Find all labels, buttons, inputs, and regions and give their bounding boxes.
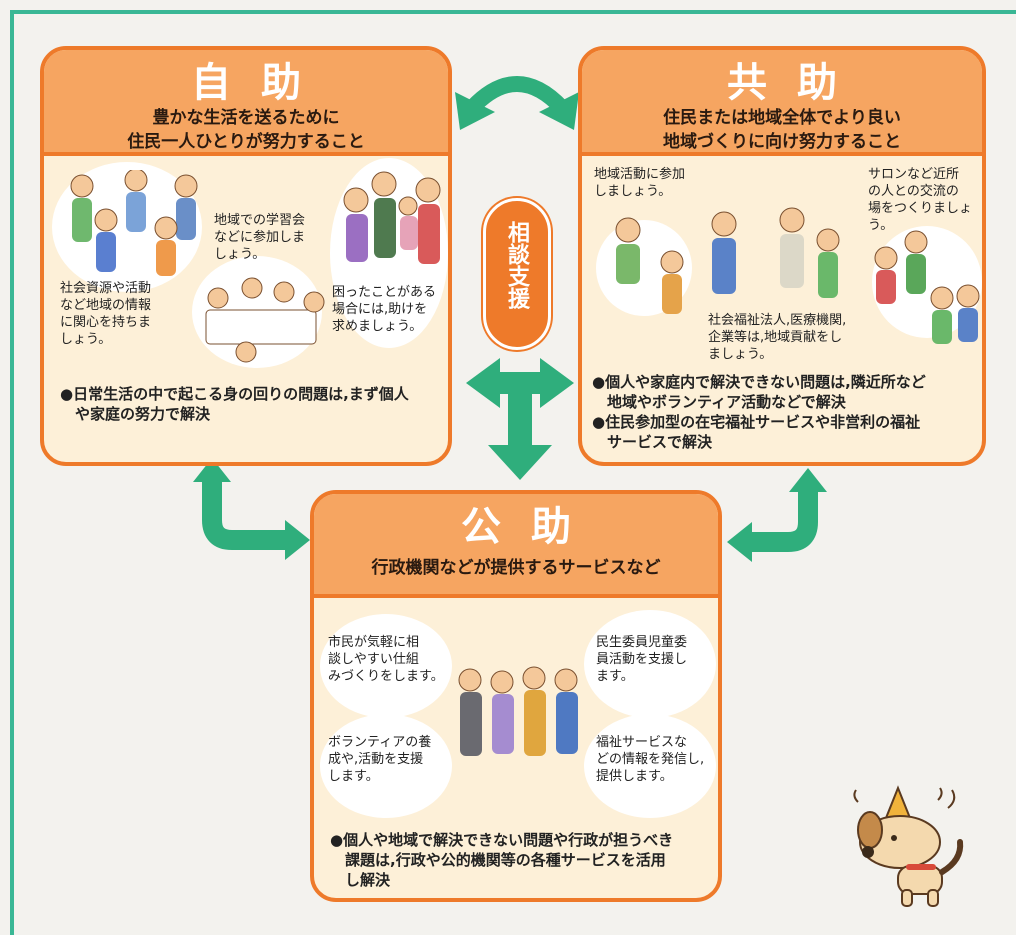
people-illustration	[458, 666, 578, 756]
public-help-bubble-br	[584, 714, 716, 818]
self-help-panel: 自助 豊かな生活を送るために 住民一人ひとりが努力すること 地域での学習会	[40, 46, 452, 466]
consultation-support-badge: 相談支援	[483, 198, 551, 350]
right-bent-arrow-icon	[727, 468, 827, 562]
self-help-note-info: 社会資源や活動 など地域の情報 に関心を持ちま しょう。	[60, 281, 152, 347]
mutual-help-bullet-1: ●個人や家庭内で解決できない問題は,隣近所など 地域やボランティア活動などで解決	[592, 373, 926, 411]
dog-mascot-icon	[853, 785, 964, 907]
staff-people-icon	[458, 666, 578, 756]
public-help-note-volunteer: ボランティアの養 成や,活動を支援 します。	[328, 735, 432, 784]
self-help-subtitle-1: 豊かな生活を送るために	[152, 108, 340, 128]
self-help-note-study: 地域での学習会 などに参加しま しょう。	[214, 213, 306, 262]
meeting-table-icon	[205, 277, 325, 363]
self-help-title: 自助	[191, 60, 331, 106]
self-help-subtitle-2: 住民一人ひとりが努力すること	[127, 132, 365, 152]
family-icon	[343, 171, 441, 264]
salon-people-icon	[874, 230, 980, 344]
public-help-note-information: 福祉サービスな どの情報を発信し, 提供します。	[596, 735, 705, 784]
self-help-note-help: 困ったことがある 場合には,助けを 求めましょう。	[332, 285, 437, 334]
frame-top-border	[10, 10, 1016, 14]
public-help-title: 公助	[461, 504, 601, 550]
public-help-panel: 公助 行政機関などが提供するサービスなど 市民が気軽に相 談しやすい仕組 みづく…	[310, 490, 722, 902]
center-t-arrow-icon	[466, 358, 574, 480]
mutual-help-bullet-2: ●住民参加型の在宅福祉サービスや非営利の福祉 サービスで解決	[592, 413, 921, 451]
mutual-help-note-salon: サロンなど近所 の人との交流の 場をつくりましょ う。	[868, 167, 973, 233]
public-help-bubble-bl	[320, 714, 452, 818]
mutual-help-header: 共助 住民または地域全体でより良い 地域づくりに向け努力すること	[582, 50, 982, 156]
self-help-bullet: ●日常生活の中で起こる身の回りの問題は,まず個人 や家庭の努力で解決	[60, 385, 409, 423]
self-help-header: 自助 豊かな生活を送るために 住民一人ひとりが努力すること	[44, 50, 448, 156]
consultation-support-label: 相談支援	[504, 221, 529, 309]
people-illustration	[615, 207, 980, 344]
left-bent-arrow-icon	[193, 458, 310, 560]
mutual-help-panel: 共助 住民または地域全体でより良い 地域づくりに向け努力すること 地域活動に参加…	[578, 46, 986, 466]
worker-people-icon	[711, 207, 840, 298]
public-help-note-welfare-commissioner: 民生委員児童委 員活動を支援し ます。	[596, 635, 688, 684]
top-double-arrow-icon	[455, 76, 579, 130]
gardening-people-icon	[615, 217, 684, 314]
mutual-help-note-activity: 地域活動に参加 しましょう。	[594, 167, 686, 199]
person-icon	[70, 170, 198, 276]
mutual-help-title: 共助	[727, 60, 867, 106]
public-help-subtitle: 行政機関などが提供するサービスなど	[371, 558, 661, 578]
public-help-bullet: ●個人や地域で解決できない問題や行政が担うべき 課題は,行政や公的機関等の各種サ…	[330, 831, 674, 889]
mutual-help-subtitle-2: 地域づくりに向け努力すること	[663, 132, 901, 152]
public-help-bubble-tl	[320, 614, 452, 718]
public-help-bubble-tr	[584, 610, 716, 718]
public-help-note-consult: 市民が気軽に相 談しやすい仕組 みづくりをします。	[328, 635, 444, 684]
mutual-help-note-corporate: 社会福祉法人,医療機関, 企業等は,地域貢献をし ましょう。	[708, 313, 847, 362]
people-illustration	[70, 170, 441, 363]
public-help-header: 公助 行政機関などが提供するサービスなど	[314, 494, 718, 598]
mutual-help-subtitle-1: 住民または地域全体でより良い	[663, 108, 901, 128]
frame-left-border	[10, 10, 14, 935]
